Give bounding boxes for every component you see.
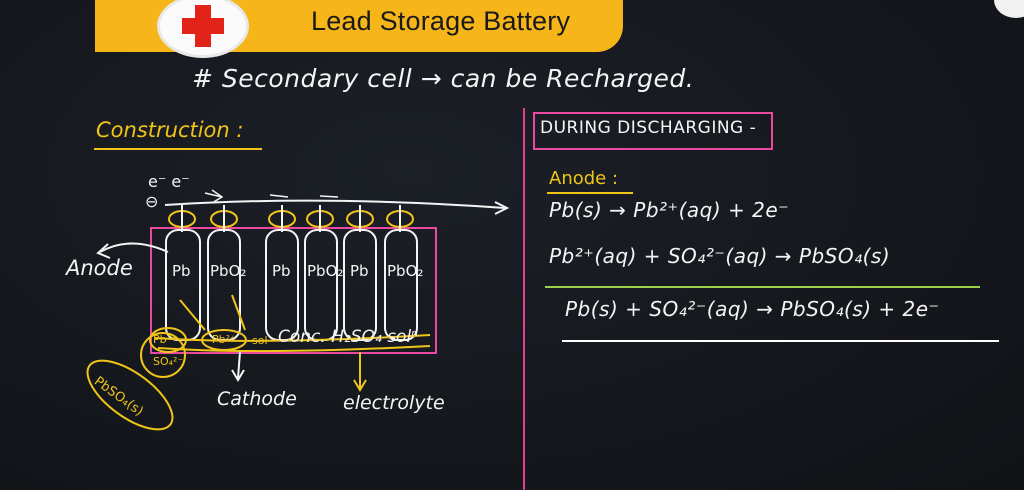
board-divider — [523, 108, 525, 490]
anode-heading: Anode : — [549, 168, 619, 189]
anode-underline — [547, 192, 633, 194]
red-cross-icon — [182, 5, 224, 47]
plate-label: PbO₂ — [210, 262, 247, 280]
construction-underline — [94, 148, 262, 150]
plate-label: PbO₂ — [387, 262, 424, 280]
construction-heading: Construction : — [96, 118, 244, 142]
equation-oxidation: Pb(s) → Pb²⁺(aq) + 2e⁻ — [549, 198, 790, 222]
corner-logo-icon — [994, 0, 1024, 18]
page-title: Lead Storage Battery — [311, 6, 571, 36]
electrolyte-conc-label: Conc. H₂SO₄ solⁿ — [278, 327, 418, 347]
discharging-heading: DURING DISCHARGING - — [540, 118, 757, 138]
electrolyte-label: electrolyte — [343, 392, 445, 414]
ion-label: Pb²⁺ — [153, 333, 177, 346]
plate-label: Pb — [172, 262, 191, 280]
heading-secondary-cell: # Secondary cell → can be Recharged. — [192, 64, 695, 93]
anode-label: Anode — [66, 256, 133, 280]
equation-precipitation: Pb²⁺(aq) + SO₄²⁻(aq) → PbSO₄(s) — [549, 244, 891, 268]
ion-label: Pb²⁺ — [212, 333, 236, 346]
ion-label: sol — [252, 334, 268, 347]
plate-label: Pb — [350, 262, 369, 280]
discharging-box — [533, 112, 773, 150]
equation-underline — [562, 340, 999, 342]
plate-label: Pb — [272, 262, 291, 280]
equation-divider-green — [545, 286, 980, 288]
ion-label: SO₄²⁻ — [153, 355, 184, 368]
electrons-label: e⁻ e⁻ — [148, 172, 190, 191]
equation-net: Pb(s) + SO₄²⁻(aq) → PbSO₄(s) + 2e⁻ — [565, 297, 940, 321]
title-banner: Lead Storage Battery — [95, 0, 623, 58]
cathode-label: Cathode — [217, 388, 297, 410]
logo-badge — [157, 0, 249, 58]
battery-diagram — [86, 189, 510, 431]
negative-terminal-label: ⊖ — [145, 192, 159, 211]
plate-label: PbO₂ — [307, 262, 344, 280]
